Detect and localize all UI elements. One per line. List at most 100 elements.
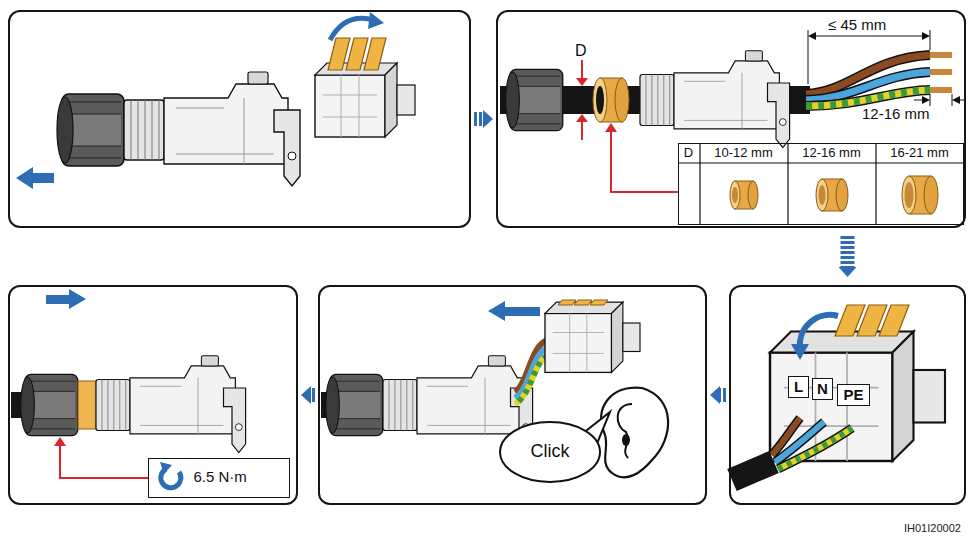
dimension-line [922, 32, 930, 40]
dimension-line [914, 94, 964, 106]
wire [778, 428, 852, 469]
table-grid [678, 143, 964, 225]
seal-ring [819, 185, 826, 205]
wire [772, 418, 852, 469]
seal-ring [836, 179, 848, 211]
step-panel: Click [318, 285, 707, 505]
torque-value: 6.5 N·m [194, 469, 247, 486]
dimension-line [952, 96, 960, 104]
tighten-arrow [46, 289, 86, 309]
step-panel: D≤ 45 mm12-16 mmD10-12 mm12-16 mm16-21 m… [496, 10, 966, 228]
step-four-art [321, 300, 668, 477]
wire [515, 340, 548, 404]
ear-symbol [618, 404, 632, 458]
press-arrow [800, 315, 838, 348]
seal-ring [593, 78, 629, 122]
figure-code: IH01I20002 [904, 522, 961, 534]
leader-line [605, 123, 678, 192]
plug-housing [640, 51, 790, 148]
torque-icon [160, 462, 181, 488]
seal-ring [732, 187, 738, 203]
leader-line [605, 123, 617, 132]
diameter-arrow [576, 60, 588, 140]
wire [778, 428, 852, 469]
diameter-arrow [581, 60, 583, 140]
diameter-arrow [576, 78, 588, 86]
edge-group [311, 119, 848, 395]
wire [806, 90, 930, 106]
wire [806, 90, 930, 106]
table-cell: 12-16 mm [788, 146, 876, 160]
seal-ring [596, 86, 604, 114]
seal-ring [905, 182, 914, 208]
plug-housing [124, 72, 300, 186]
step-arrow [841, 236, 855, 267]
dimension-line [922, 96, 930, 104]
table-cell: 10-12 mm [700, 146, 788, 160]
ear-symbol [601, 388, 668, 478]
dimension-line [808, 30, 930, 84]
terminal-tag: L [788, 376, 809, 398]
dimension-line [808, 30, 964, 106]
closed-lever [558, 300, 608, 305]
wire [930, 55, 952, 90]
seal-ring [816, 179, 828, 211]
lift-arrow [330, 18, 374, 40]
size-table: D10-12 mm12-16 mm16-21 mm [678, 143, 964, 225]
step-arrow [720, 388, 726, 402]
closed-lever [574, 300, 592, 305]
seal-ring [902, 176, 916, 214]
seal-ring [730, 176, 938, 214]
seal-ring [78, 381, 96, 429]
leader-line [54, 437, 66, 446]
step-three-art [732, 305, 945, 480]
lock-nut [506, 69, 563, 130]
dimension-label: ≤ 45 mm [828, 17, 886, 34]
step-panel [8, 10, 471, 228]
terminal-name: PE [843, 387, 863, 404]
lock-nut [21, 374, 78, 435]
terminal-name: N [817, 381, 828, 398]
seal-ring [730, 181, 740, 209]
plug-housing [96, 356, 246, 453]
pull-arrow [16, 167, 54, 189]
diameter-arrow [576, 114, 588, 122]
step-arrow [311, 388, 315, 402]
step-two-art [500, 30, 964, 225]
open-lever [364, 38, 386, 70]
terminal-tag: PE [837, 384, 870, 406]
closed-lever [590, 300, 608, 305]
terminal-block [315, 63, 415, 137]
table-cell: D [678, 146, 700, 160]
wire [515, 356, 548, 404]
sound-text: Click [531, 442, 570, 462]
seal-ring [593, 78, 607, 122]
leader-line [611, 130, 678, 192]
terminal-tag: N [812, 378, 833, 400]
seal-ring [615, 78, 629, 122]
terminal-name: L [794, 379, 803, 396]
leader-line [60, 444, 148, 478]
speech-bubble: Click [498, 420, 602, 484]
bubble-outline [500, 422, 600, 482]
closed-lever [558, 300, 576, 305]
closing-lever [879, 305, 909, 336]
step-arrow [474, 112, 483, 126]
torque-box: 6.5 N·m [148, 458, 290, 498]
insert-arrow [488, 301, 540, 321]
leader-line [54, 437, 148, 478]
table-cell: 16-21 mm [876, 146, 964, 160]
dimension-label: 12-16 mm [862, 106, 930, 123]
ear-symbol [601, 388, 668, 478]
dimension-label: D [575, 42, 587, 60]
seal-ring [748, 181, 758, 209]
step-one-art [16, 12, 415, 189]
closing-lever [835, 305, 909, 336]
dimension-line [808, 32, 816, 40]
wire [515, 356, 548, 404]
seal-ring [924, 176, 938, 214]
lock-nut [57, 94, 124, 166]
